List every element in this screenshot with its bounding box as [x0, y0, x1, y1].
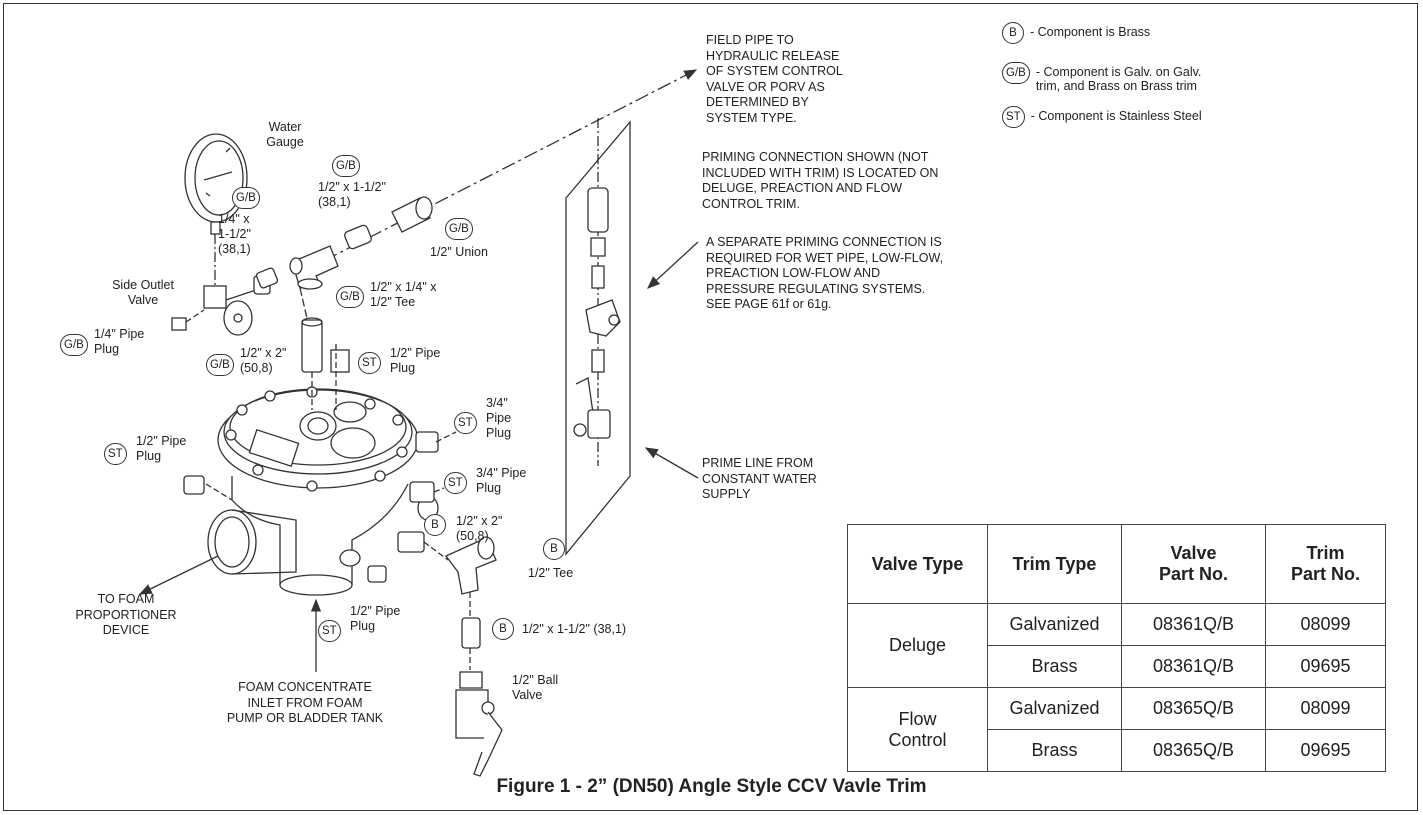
trim-type-cell: Brass [987, 729, 1122, 772]
brass-short-nipple-tag: B [492, 618, 514, 640]
nipple-half-label: 1/2" x 1-1/2" (38,1) [318, 180, 386, 209]
separate-priming-arrow [647, 241, 699, 289]
separate-priming-note: A SEPARATE PRIMING CONNECTION IS REQUIRE… [706, 235, 944, 311]
brass-tee-tag: B [543, 538, 565, 560]
nipple-quarter-tag: G/B [232, 187, 260, 209]
quarter-pipe-plug-icon [171, 309, 205, 331]
trim-part-cell: 09695 [1265, 645, 1386, 688]
brass-tee-icon [444, 536, 497, 595]
plug-left-tag: ST [104, 443, 127, 465]
table-row: Brass 08361Q/B 09695 [848, 645, 1386, 688]
brass-short-nipple-label: 1/2" x 1-1/2" (38,1) [522, 622, 627, 636]
union-icon [391, 196, 433, 233]
parts-table: Valve Type Trim Type Valve Part No. Trim… [847, 524, 1386, 772]
side-outlet-valve-icon [203, 275, 271, 336]
to-foam-note: TO FOAM PROPORTIONER DEVICE [75, 592, 177, 637]
trim-part-cell: 08099 [1265, 603, 1386, 646]
legend-stainless: ST - Component is Stainless Steel [1002, 106, 1202, 128]
legend-text-galv-brass: - Component is Galv. on Galv. trim, and … [1035, 65, 1202, 93]
tee-icon [289, 245, 339, 290]
nipple-quarter-label: 1/4" x 1-1/2" (38,1) [218, 212, 251, 256]
valve-part-cell: 08361Q/B [1121, 603, 1266, 646]
plug-34a-tag: ST [454, 412, 477, 434]
plug-top-tag: ST [358, 352, 381, 374]
header-trim-type: Trim Type [987, 524, 1122, 604]
table-row: Flow Control Galvanized 08365Q/B 08099 [847, 687, 1386, 772]
valve-part-cell: 08365Q/B [1121, 729, 1266, 772]
quarter-plug-label: 1/4" Pipe Plug [94, 327, 145, 356]
brass-tee-label: 1/2" Tee [528, 566, 574, 580]
header-trim-part: Trim Part No. [1265, 524, 1386, 604]
water-gauge-label: Water Gauge [266, 120, 304, 149]
table-row: Deluge Galvanized 08361Q/B 08099 [847, 603, 1386, 688]
union-label: 1/2" Union [430, 245, 488, 259]
field-pipe-note: FIELD PIPE TO HYDRAULIC RELEASE OF SYSTE… [706, 33, 843, 125]
trim-type-cell: Galvanized [987, 603, 1122, 646]
legend-brass: B - Component is Brass [1002, 22, 1150, 44]
trim-type-cell: Brass [987, 645, 1122, 688]
plug-bottom-label: 1/2" Pipe Plug [350, 604, 401, 633]
brass-nipple-tag: B [424, 514, 446, 536]
tee-top-label: 1/2" x 1/4" x 1/2" Tee [370, 280, 437, 309]
side-outlet-label: Side Outlet Valve [112, 278, 174, 307]
nipple-quarter-icon [255, 267, 279, 289]
table-row: Brass 08365Q/B 09695 [848, 729, 1386, 772]
legend-tag-brass: B [1002, 22, 1024, 44]
plug-bottom-tag: ST [318, 620, 341, 642]
legend-tag-galv-brass: G/B [1002, 62, 1030, 84]
prime-line-note: PRIME LINE FROM CONSTANT WATER SUPPLY [702, 456, 817, 501]
plug-34b-label: 3/4" Pipe Plug [476, 466, 527, 495]
plug-34a-label: 3/4" Pipe Plug [486, 396, 512, 440]
trim-type-cell: Galvanized [987, 687, 1122, 730]
plug-34b-tag: ST [444, 472, 467, 494]
plug-left-label: 1/2" Pipe Plug [136, 434, 187, 463]
nipple-half-tag: G/B [332, 155, 360, 177]
nipple-icon [344, 224, 372, 250]
prime-line-arrow [644, 447, 699, 479]
table-header-row: Valve Type Trim Type Valve Part No. Trim… [847, 524, 1386, 604]
valve-part-cell: 08365Q/B [1121, 687, 1266, 730]
trim-part-cell: 08099 [1265, 687, 1386, 730]
nipple-top-label: 1/2" x 2" (50,8) [240, 346, 287, 375]
field-pipe-line [301, 69, 698, 273]
water-gauge-icon [184, 133, 248, 286]
header-valve-type: Valve Type [847, 524, 988, 604]
legend-tag-stainless: ST [1002, 106, 1025, 128]
valve-type-deluge: Deluge [847, 603, 988, 688]
priming-shown-note: PRIMING CONNECTION SHOWN (NOT INCLUDED W… [702, 150, 939, 211]
nipple-vertical-icon [301, 317, 323, 373]
brass-nipple-label: 1/2" x 2" (50,8) [456, 514, 503, 543]
foam-inlet-note: FOAM CONCENTRATE INLET FROM FOAM PUMP OR… [226, 680, 384, 725]
tee-top-tag: G/B [336, 286, 364, 308]
to-foam-arrow [138, 555, 219, 595]
figure-caption: Figure 1 - 2” (DN50) Angle Style CCV Vav… [496, 776, 927, 797]
figure-frame [3, 3, 1418, 811]
valve-type-flow-control: Flow Control [847, 687, 988, 772]
nipple-top-tag: G/B [206, 354, 234, 376]
valve-body-icon [207, 386, 439, 596]
valve-part-cell: 08361Q/B [1121, 645, 1266, 688]
union-tag: G/B [445, 218, 473, 240]
legend-text-stainless: - Component is Stainless Steel [1030, 109, 1202, 123]
header-valve-part: Valve Part No. [1121, 524, 1266, 604]
priming-box-icon [565, 118, 631, 556]
ball-valve-label: 1/2" Ball Valve [512, 673, 559, 702]
trim-part-cell: 09695 [1265, 729, 1386, 772]
legend-text-brass: - Component is Brass [1030, 25, 1151, 39]
quarter-plug-tag: G/B [60, 334, 88, 356]
pipe-plug-top-icon [330, 349, 350, 373]
plug-top-label: 1/2" Pipe Plug [390, 346, 441, 375]
brass-nipple-icon [461, 617, 481, 649]
ball-valve-icon [455, 671, 503, 777]
legend-galv-brass: G/B - Component is Galv. on Galv. trim, … [1002, 62, 1201, 93]
